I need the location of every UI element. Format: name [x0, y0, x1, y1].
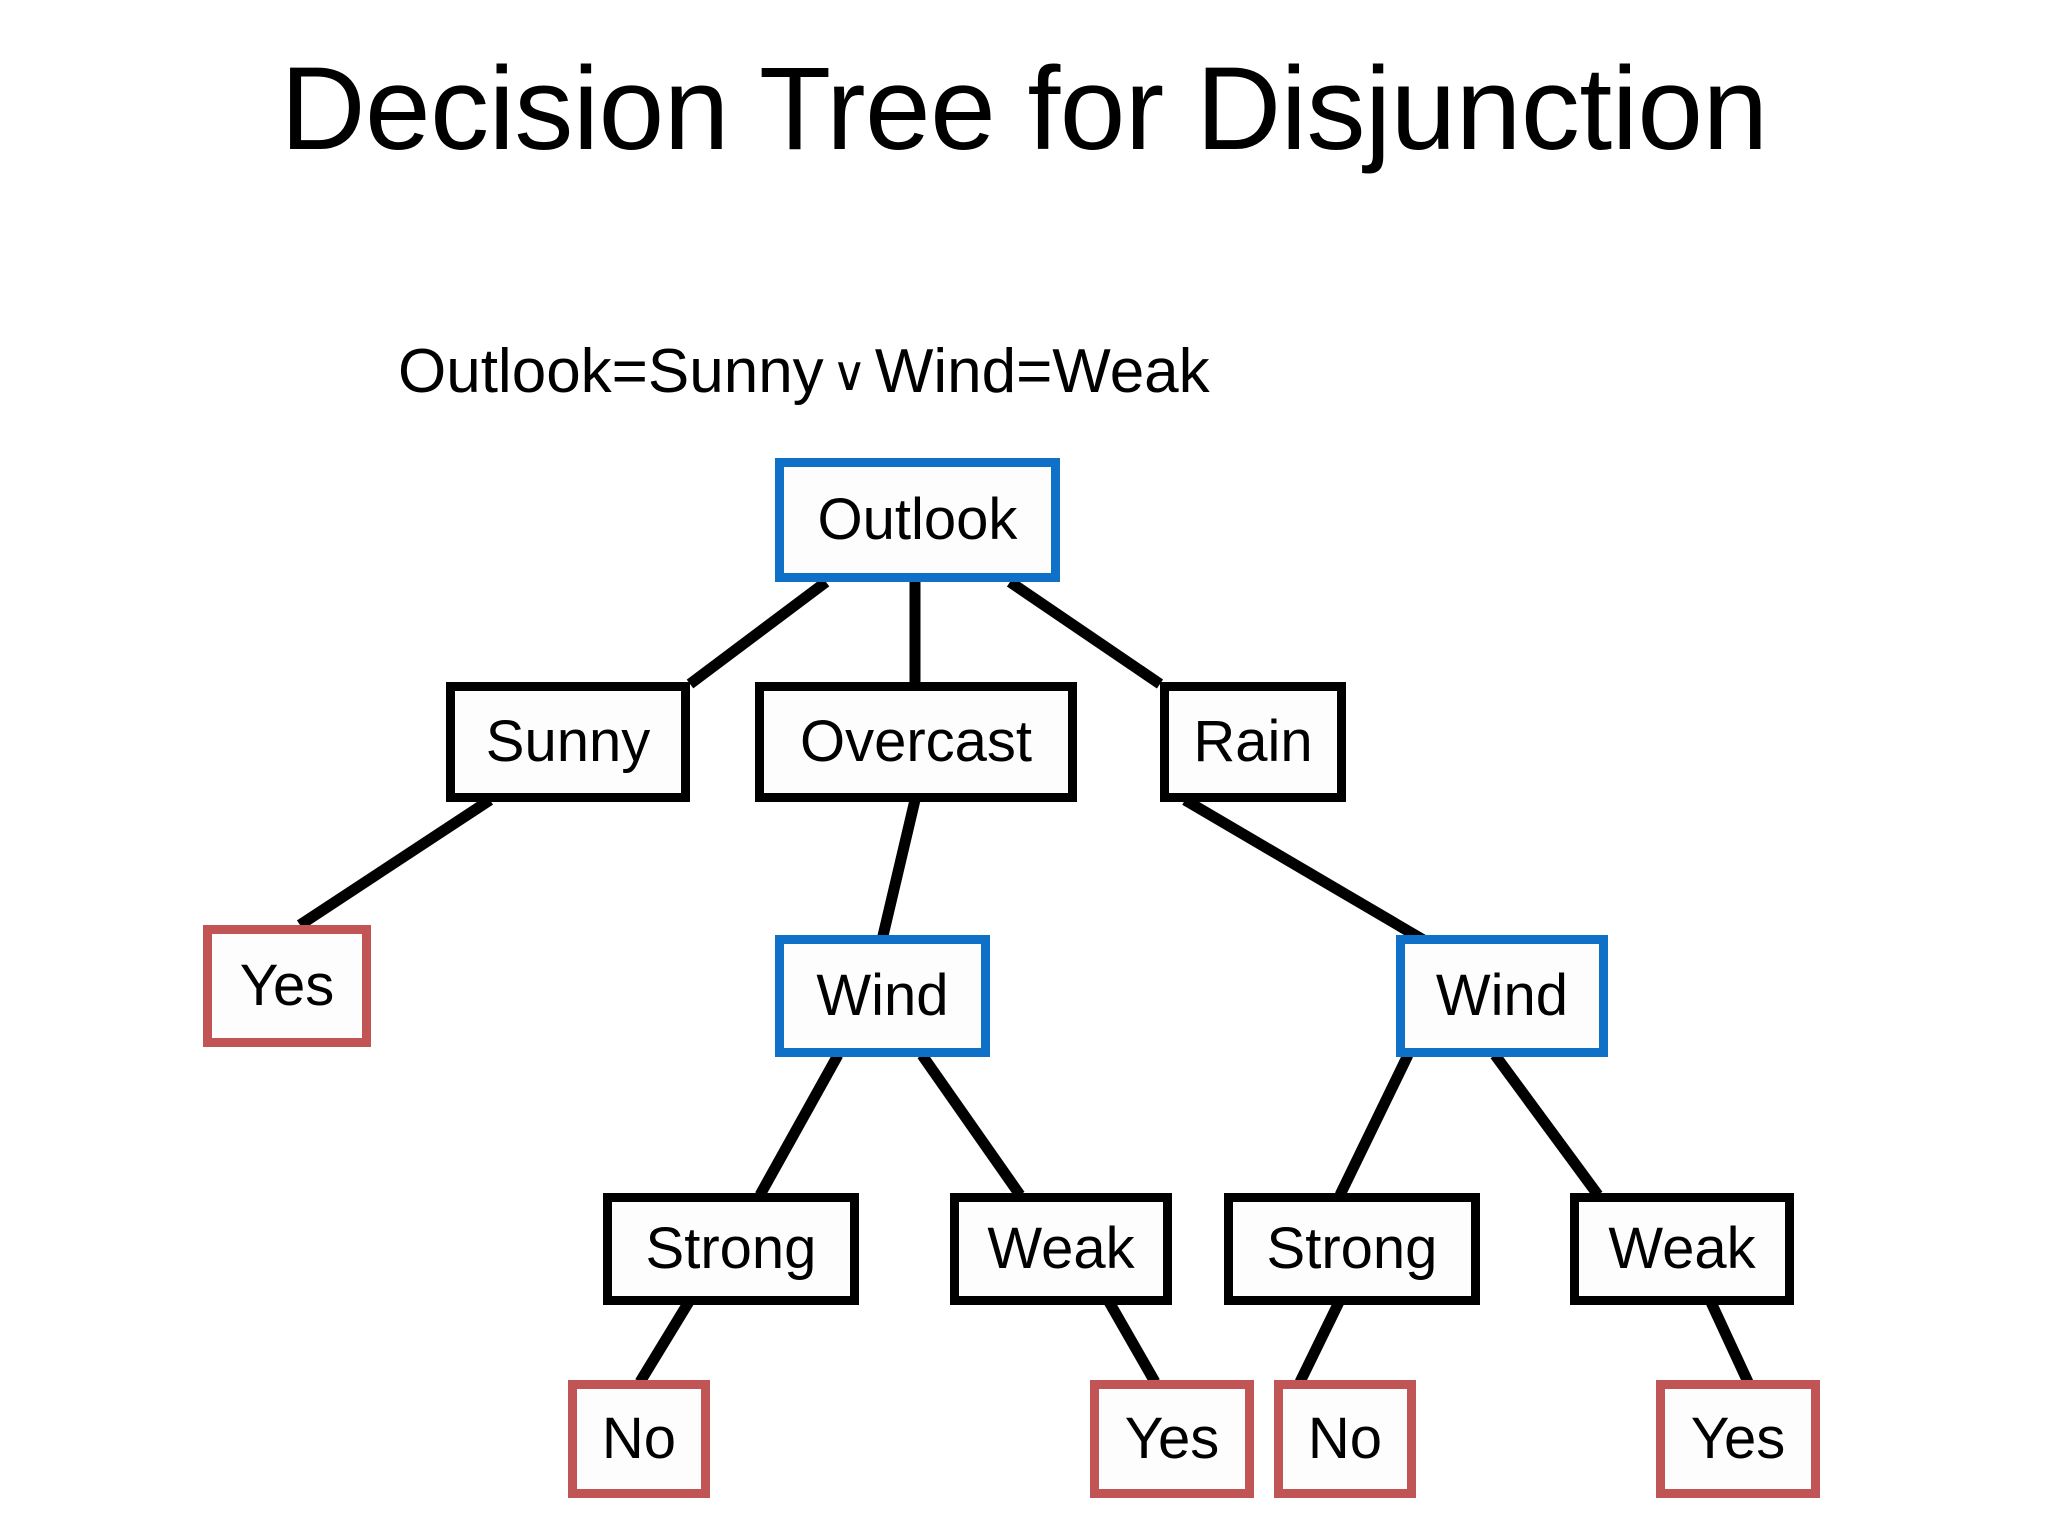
node-label: Wind — [1435, 963, 1569, 1028]
edge-root-sunny — [686, 577, 830, 689]
edge-rain-wind — [1182, 795, 1435, 950]
edge-windr-strong — [1335, 1052, 1413, 1198]
edge-weakr-yes — [1705, 1297, 1753, 1385]
node-wind-left[interactable]: Wind — [775, 935, 990, 1057]
leaf-no-strong-right[interactable]: No — [1274, 1380, 1416, 1498]
node-outlook[interactable]: Outlook — [775, 458, 1060, 582]
leaf-yes-weak-right[interactable]: Yes — [1656, 1380, 1820, 1498]
branch-rain[interactable]: Rain — [1160, 682, 1346, 802]
edge-strongl-no — [635, 1297, 695, 1385]
edge-windr-weak — [1490, 1051, 1603, 1199]
edge-strongr-no — [1295, 1297, 1345, 1385]
edge-overcast-wind — [876, 798, 921, 942]
node-label: Weak — [1608, 1216, 1756, 1281]
edge-sunny-yes — [296, 795, 494, 930]
node-label: Strong — [645, 1216, 817, 1281]
expression-left: Outlook=Sunny — [398, 337, 824, 406]
node-label: Weak — [987, 1216, 1135, 1281]
expression-right: Wind=Weak — [874, 337, 1210, 406]
node-label: Yes — [1124, 1406, 1220, 1471]
page-title: Decision Tree for Disjunction — [280, 43, 1768, 175]
branch-strong-right[interactable]: Strong — [1224, 1193, 1480, 1305]
branch-sunny[interactable]: Sunny — [446, 682, 690, 802]
node-label: No — [601, 1406, 677, 1471]
node-label: Wind — [816, 963, 949, 1028]
node-label: Yes — [1690, 1406, 1786, 1471]
node-label: No — [1307, 1406, 1383, 1471]
branch-overcast[interactable]: Overcast — [755, 682, 1077, 802]
node-wind-right[interactable]: Wind — [1396, 935, 1608, 1057]
edge-windl-strong — [755, 1052, 843, 1198]
node-label: Rain — [1193, 709, 1313, 774]
leaf-yes-sunny[interactable]: Yes — [203, 925, 371, 1047]
edge-weakl-yes — [1103, 1297, 1160, 1385]
edge-root-rain — [1006, 577, 1164, 689]
branch-strong-left[interactable]: Strong — [603, 1193, 859, 1305]
leaf-yes-weak-left[interactable]: Yes — [1090, 1380, 1254, 1498]
branch-weak-left[interactable]: Weak — [950, 1193, 1172, 1305]
node-label: Sunny — [485, 709, 651, 774]
node-label: Outlook — [817, 487, 1018, 552]
node-label: Yes — [239, 953, 335, 1018]
disjunction-operator-icon: ∨ — [831, 348, 867, 401]
disjunction-expression: Outlook=Sunny∨Wind=Weak — [398, 336, 1210, 407]
leaf-no-strong-left[interactable]: No — [568, 1380, 710, 1498]
node-label: Overcast — [799, 709, 1033, 774]
edge-windl-weak — [917, 1051, 1025, 1199]
node-label: Strong — [1266, 1216, 1438, 1281]
branch-weak-right[interactable]: Weak — [1570, 1193, 1794, 1305]
